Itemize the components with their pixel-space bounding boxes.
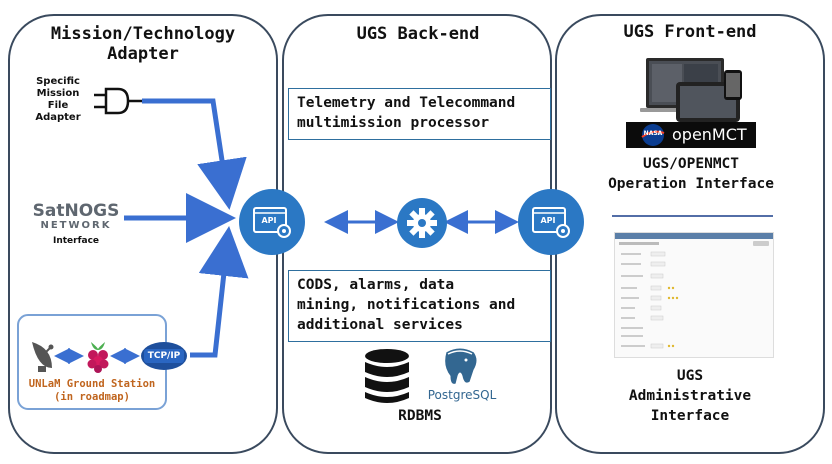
openmct-banner: NASA openMCT: [626, 122, 756, 148]
satellite-dish-icon: [32, 342, 54, 372]
frontend-title: UGS Front-end: [623, 22, 757, 42]
devices-screenshot: [640, 58, 742, 122]
services-box: CODS, alarms, data mining, notifications…: [288, 270, 551, 342]
tcpip-label: TCP/IP: [147, 351, 181, 361]
gear-icon: [397, 198, 447, 248]
telemetry-box: Telemetry and Telecommand multimission p…: [288, 88, 551, 140]
api-icon-left: API: [238, 188, 306, 256]
plug-icon: [94, 87, 142, 115]
nasa-label: NASA: [643, 130, 663, 137]
api-icon-right: API: [517, 188, 585, 256]
tcpip-connector: [190, 226, 249, 358]
raspberry-pi-icon: [87, 342, 109, 373]
satnogs-interface: Interface: [52, 236, 100, 246]
backend-title: UGS Back-end: [356, 24, 480, 44]
tcpip-icon: TCP/IP: [139, 340, 189, 372]
ground-station-label: UNLaM Ground Station (in roadmap): [28, 378, 156, 403]
satnogs-network: NETWORK: [40, 220, 112, 231]
database-icon: [365, 349, 409, 403]
specific-file-label: Specific Mission File Adapter: [35, 76, 81, 123]
postgresql-elephant-icon: [444, 347, 478, 385]
admin-form-screenshot: [614, 232, 774, 358]
adapter-title: Mission/Technology Adapter: [50, 24, 236, 64]
plug-connector: [142, 98, 247, 210]
openmct-label: openMCT: [672, 125, 747, 144]
admin-interface-label: UGS Administrative Interface: [628, 368, 752, 424]
satnogs-logo: SatNOGS: [32, 201, 120, 221]
rdbms-label: RDBMS: [398, 408, 442, 424]
operation-interface-label: UGS/OPENMCT Operation Interface: [608, 156, 774, 192]
postgresql-label: PostgreSQL: [427, 388, 497, 402]
